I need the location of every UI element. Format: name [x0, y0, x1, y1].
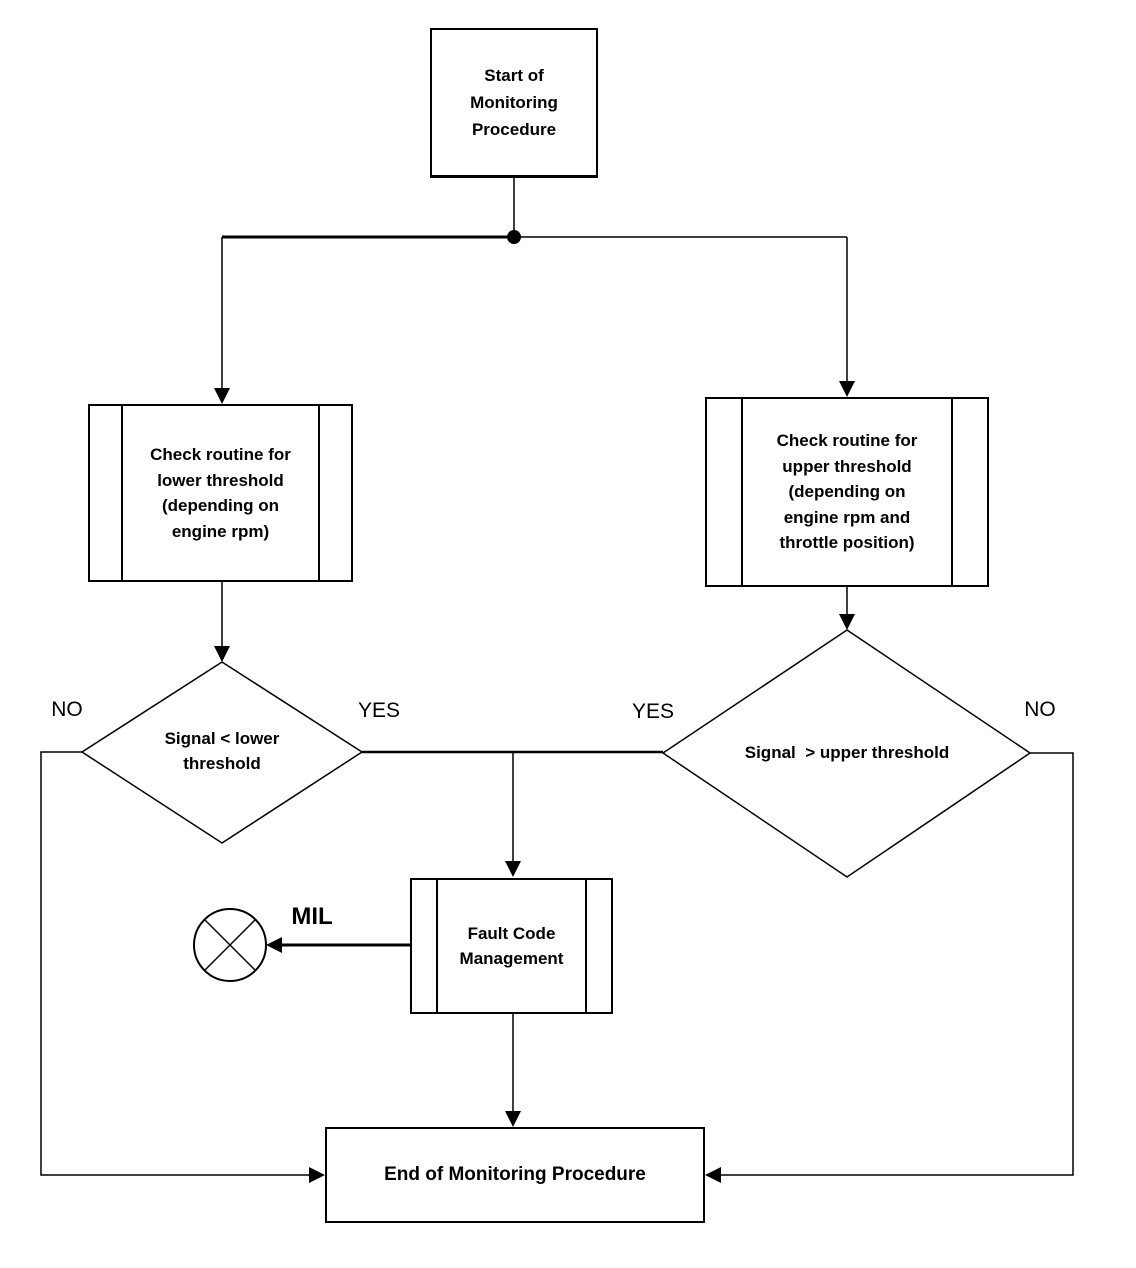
arrowhead-end-left [309, 1167, 325, 1183]
label-mil: MIL [291, 903, 333, 930]
arrowhead-decision-lower [214, 646, 230, 662]
decision-upper-diamond [661, 629, 1032, 878]
decision-lower-diamond [80, 661, 364, 844]
label-no-lower: NO [51, 698, 83, 721]
node-end: End of Monitoring Procedure [325, 1127, 705, 1223]
decision-lower-label: Signal < lower threshold [164, 729, 280, 773]
node-start: Start of Monitoring Procedure [430, 28, 598, 178]
arrowhead-decision-upper [839, 614, 855, 630]
arrowhead-fault-code [505, 861, 521, 877]
arrowhead-check-lower [214, 388, 230, 404]
label-no-upper: NO [1024, 698, 1056, 721]
label-yes-lower: YES [357, 699, 401, 722]
node-check-lower-threshold: Check routine for lower threshold (depen… [88, 404, 353, 582]
node-check-upper-threshold: Check routine for upper threshold (depen… [705, 397, 989, 587]
arrowhead-check-upper [839, 381, 855, 397]
label-yes-upper: YES [631, 700, 675, 723]
decision-upper-label: Signal > upper threshold [744, 742, 950, 762]
mil-lamp-cross [203, 918, 257, 972]
edge-no-left [40, 751, 310, 1176]
arrowhead-end-top [505, 1111, 521, 1127]
node-fault-code-management: Fault Code Management [410, 878, 613, 1014]
arrowhead-mil [266, 937, 282, 953]
arrowhead-end-right [705, 1167, 721, 1183]
edge-no-right [720, 752, 1074, 1176]
